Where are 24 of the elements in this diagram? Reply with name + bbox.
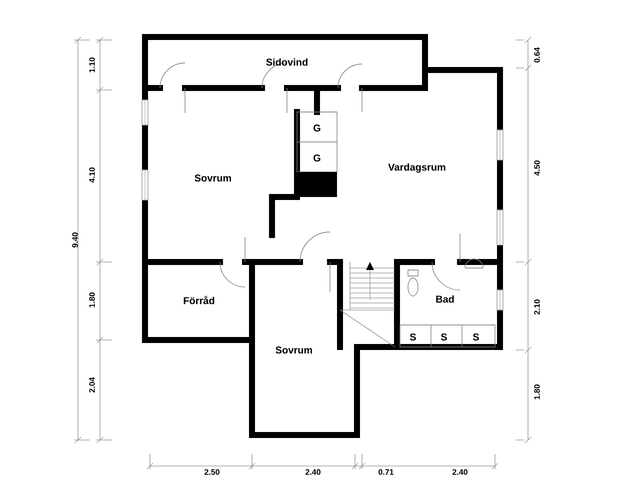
cabinet-label: S (472, 333, 479, 341)
cabinet-label: S (440, 333, 447, 341)
dimension-label: 2.10 (534, 300, 540, 315)
dimension-label: 2.40 (306, 469, 320, 475)
room-label: Vardagsrum (388, 163, 446, 173)
room-label: Sidovind (266, 58, 308, 66)
dimension-label: 1.80 (89, 292, 95, 308)
dimension-label: 4.10 (89, 168, 95, 183)
cabinet-label: S (410, 333, 416, 341)
dimension-label: 0.64 (534, 47, 540, 62)
dimension-label: 0.71 (378, 469, 394, 475)
room-label: Förråd (184, 296, 214, 304)
room-label: Bad (436, 295, 454, 303)
dimension-label: 2.40 (452, 469, 468, 475)
appliance-label: G (314, 124, 320, 132)
room-label: Sovrum (276, 346, 312, 354)
dimension-label: 4.50 (534, 160, 540, 176)
dimension-label: 1.10 (89, 58, 95, 72)
dimension-label: 1.80 (534, 384, 540, 400)
room-label: Sovrum (194, 174, 231, 182)
dimension-label: 2.50 (204, 469, 220, 475)
appliance-label: G (314, 154, 320, 162)
dimension-label: 9.40 (72, 232, 78, 248)
dimension-label: 2.04 (89, 377, 95, 393)
